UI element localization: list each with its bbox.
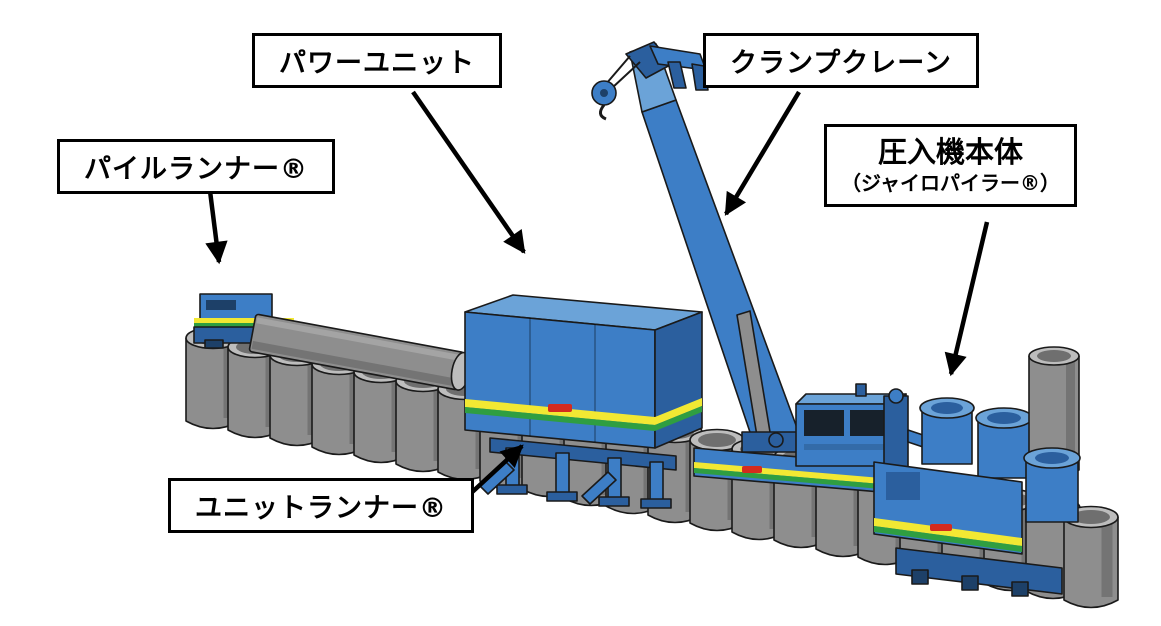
carried-pile-highlight — [256, 317, 462, 362]
power-unit-stripe-yellow-side — [655, 398, 702, 425]
pile-runner-stripe-green — [194, 323, 294, 327]
crane-hook — [599, 104, 607, 121]
piler-clamp-jaw — [1011, 581, 1029, 597]
arrow-clamp-crane — [724, 90, 801, 216]
power-unit-machine — [464, 294, 703, 449]
leader-arrows — [205, 90, 990, 497]
unit-runner-clamp-foot — [496, 484, 528, 495]
unit-runner-clamp-foot — [546, 491, 578, 502]
crane-stripe-green — [694, 468, 904, 491]
gripped-pile-hole — [1037, 350, 1071, 362]
label-pile-runner: パイルランナー® — [57, 139, 335, 194]
unit-runner-leg — [555, 452, 570, 496]
piler-mast-cap — [888, 388, 904, 404]
piler-rotary-flange-hub — [987, 412, 1021, 424]
label-press-in-machine-subtitle: （ジャイロパイラー®） — [841, 170, 1060, 195]
crane-boom-pivot — [768, 432, 784, 448]
label-press-in-machine-title: 圧入機本体 — [877, 135, 1023, 169]
piler-clamp-jaw — [911, 569, 929, 585]
arrow-pile-runner — [205, 190, 228, 265]
crane-clamp-claw — [667, 61, 687, 89]
power-unit-stripe-green-side — [655, 406, 702, 431]
piler-clamp-jaw — [961, 575, 979, 591]
piler-stripe-green — [874, 526, 1022, 552]
pile-runner-vent — [206, 300, 236, 310]
unit-runner-leg — [649, 461, 664, 503]
brand-logo-mark — [930, 524, 952, 531]
pile-runner-roller — [204, 339, 224, 349]
brand-logo-mark — [742, 466, 762, 473]
power-unit-stripe-green — [465, 407, 655, 431]
crane-cable — [605, 55, 641, 89]
clamp-crane-machine — [591, 41, 907, 495]
arrow-power-unit — [411, 90, 526, 254]
unit-runner-clamp-foot — [598, 496, 630, 507]
arrow-press-in-machine — [944, 221, 990, 377]
piler-stripe-yellow — [874, 518, 1022, 546]
crane-cab-vent — [804, 444, 888, 450]
unit-runner-beam — [489, 437, 677, 471]
piler-rotary-flange-hub — [931, 402, 963, 414]
piler-body-panel — [886, 472, 920, 500]
press-in-machine — [873, 346, 1081, 597]
crane-pulley-hub — [600, 89, 608, 97]
label-unit-runner: ユニットランナー® — [168, 478, 474, 533]
crane-exhaust — [855, 383, 867, 397]
unit-runner-clamp-foot — [640, 498, 672, 509]
label-clamp-crane: クランプクレーン — [703, 33, 979, 88]
pile-runner-stripe-yellow — [194, 318, 294, 323]
gripped-pile-shade — [1066, 360, 1075, 468]
label-power-unit: パワーユニット — [252, 33, 502, 88]
carried-pile-shade — [251, 340, 458, 387]
unit-runner-arm — [581, 471, 617, 505]
brand-logo-mark — [548, 404, 572, 412]
piler-rotary-flange-hub — [1035, 452, 1069, 464]
label-press-in-machine: 圧入機本体 （ジャイロパイラー®） — [824, 124, 1077, 207]
arrow-unit-runner — [467, 444, 524, 497]
crane-cab-window — [804, 410, 844, 436]
